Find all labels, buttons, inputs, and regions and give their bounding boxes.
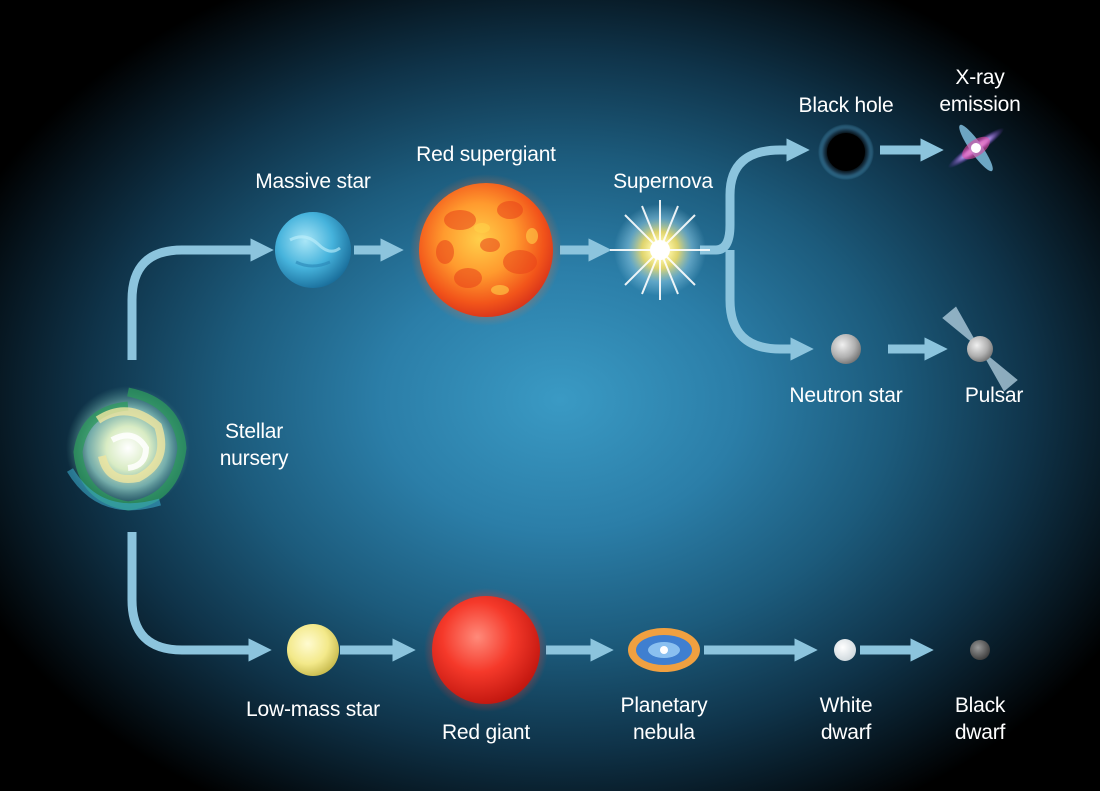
black-hole-icon [818,124,874,180]
label-low-mass-star: Low-mass star [246,698,380,721]
path-nursery-to-massive [127,238,274,360]
supernova-icon [610,200,710,300]
black-dwarf-icon [970,640,990,660]
pulsar-icon [942,306,1018,392]
path-nursery-to-lowmass [127,532,272,662]
massive-star-icon [275,212,351,288]
white-dwarf-icon [834,639,856,661]
red-supergiant-icon [410,174,562,326]
stellar-nursery-icon [66,386,190,511]
label-supernova: Supernova [613,170,713,193]
label-black-hole: Black hole [798,94,894,117]
label-planetary-nebula: Planetary nebula [620,694,708,744]
label-xray-emission: X-ray emission [939,66,1021,116]
label-massive-star: Massive star [255,170,371,193]
path-supernova-to-blackhole [700,138,810,255]
label-red-supergiant: Red supergiant [416,143,556,166]
planetary-nebula-icon [628,628,700,672]
label-pulsar: Pulsar [964,384,1024,407]
path-supernova-to-neutron [725,250,814,361]
label-stellar-nursery: Stellar nursery [219,420,289,470]
neutron-star-icon [831,334,861,364]
label-white-dwarf: White dwarf [819,694,873,744]
red-giant-icon [424,588,548,712]
label-neutron-star: Neutron star [789,384,903,407]
label-black-dwarf: Black dwarf [954,694,1006,744]
label-red-giant: Red giant [441,721,531,744]
xray-emission-icon [947,124,1005,172]
low-mass-star-icon [287,624,339,676]
